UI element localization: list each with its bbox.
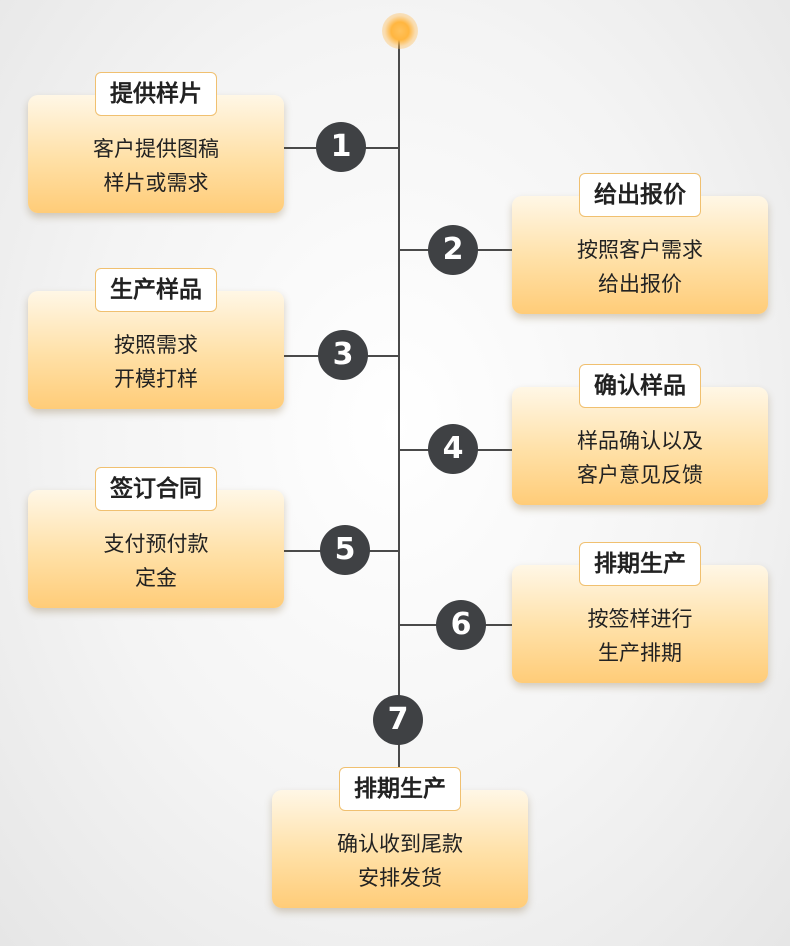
step-title-7: 排期生产 (339, 767, 461, 811)
step-desc-4-line-1: 样品确认以及 (577, 429, 703, 453)
step-desc-3: 按照需求 开模打样 (28, 328, 284, 396)
step-desc-6-line-1: 按签样进行 (587, 607, 693, 631)
step-desc-7: 确认收到尾款 安排发货 (272, 827, 528, 895)
step-card-7: 排期生产 确认收到尾款 安排发货 (272, 767, 528, 908)
step-title-4: 确认样品 (579, 364, 701, 408)
step-desc-3-line-2: 开模打样 (114, 367, 198, 391)
step-card-2: 给出报价 按照客户需求 给出报价 (512, 173, 768, 314)
step-desc-5-line-2: 定金 (135, 566, 177, 590)
step-number-5: 5 (320, 525, 370, 575)
step-card-3: 生产样品 按照需求 开模打样 (28, 268, 284, 409)
step-number-3: 3 (318, 330, 368, 380)
step-desc-7-line-2: 安排发货 (358, 866, 442, 890)
step-title-1: 提供样片 (95, 72, 217, 116)
step-title-6: 排期生产 (579, 542, 701, 586)
step-number-4: 4 (428, 424, 478, 474)
step-desc-5-line-1: 支付预付款 (103, 532, 209, 556)
step-card-6: 排期生产 按签样进行 生产排期 (512, 542, 768, 683)
step-title-2: 给出报价 (579, 173, 701, 217)
step-card-1: 提供样片 客户提供图稿 样片或需求 (28, 72, 284, 213)
step-number-2: 2 (428, 225, 478, 275)
step-desc-1-line-1: 客户提供图稿 (93, 137, 219, 161)
step-number-6: 6 (436, 600, 486, 650)
step-desc-1: 客户提供图稿 样片或需求 (28, 132, 284, 200)
step-desc-3-line-1: 按照需求 (114, 333, 198, 357)
step-number-7: 7 (373, 695, 423, 745)
step-title-3: 生产样品 (95, 268, 217, 312)
step-desc-2: 按照客户需求 给出报价 (512, 233, 768, 301)
step-number-1: 1 (316, 122, 366, 172)
step-desc-7-line-1: 确认收到尾款 (337, 832, 463, 856)
step-desc-5: 支付预付款 定金 (28, 527, 284, 595)
step-title-5: 签订合同 (95, 467, 217, 511)
step-card-5: 签订合同 支付预付款 定金 (28, 467, 284, 608)
step-desc-4: 样品确认以及 客户意见反馈 (512, 424, 768, 492)
step-desc-4-line-2: 客户意见反馈 (577, 463, 703, 487)
step-desc-1-line-2: 样片或需求 (103, 171, 209, 195)
step-desc-6: 按签样进行 生产排期 (512, 602, 768, 670)
step-card-4: 确认样品 样品确认以及 客户意见反馈 (512, 364, 768, 505)
timeline-axis (398, 32, 400, 777)
step-desc-2-line-2: 给出报价 (598, 272, 682, 296)
step-desc-2-line-1: 按照客户需求 (577, 238, 703, 262)
step-desc-6-line-2: 生产排期 (598, 641, 682, 665)
timeline-start-dot (382, 13, 418, 49)
